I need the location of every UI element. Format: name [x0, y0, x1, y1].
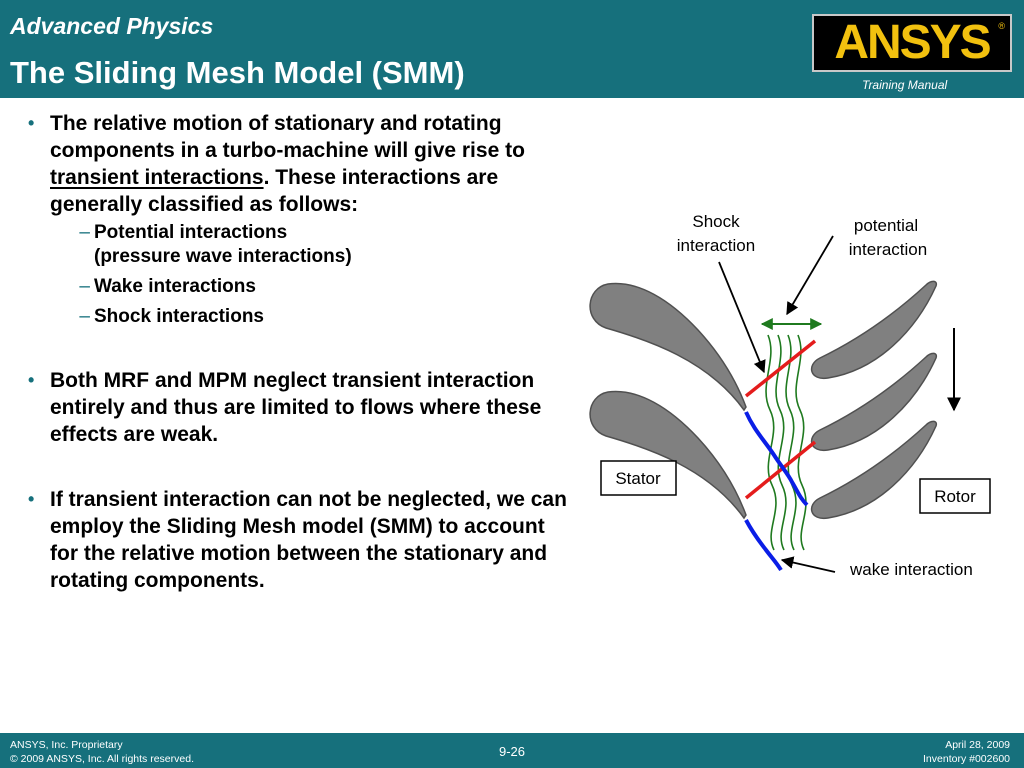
- wake-line-upper: [744, 411, 809, 507]
- rotor-blade-middle: [810, 352, 938, 452]
- shock-line-upper: [744, 339, 817, 398]
- rotor-blade-top: [810, 280, 938, 380]
- wake-interaction-label: wake interaction: [849, 560, 973, 579]
- shock-interaction-label: Shock: [692, 212, 740, 231]
- pressure-wave-line: [785, 334, 797, 551]
- training-manual-label: Training Manual: [862, 78, 948, 92]
- pressure-wave-line: [795, 334, 807, 551]
- proprietary-notice: ANSYS, Inc. Proprietary: [10, 739, 123, 751]
- sub-item-potential: – Potential interactions (pressure wave …: [50, 221, 578, 269]
- stator-blade-lower: [589, 390, 747, 520]
- potential-interaction-label: potential: [854, 216, 918, 235]
- transient-interactions-term: transient interactions: [50, 166, 264, 189]
- shock-line-lower: [744, 440, 817, 500]
- interaction-types-list: – Potential interactions (pressure wave …: [50, 221, 578, 329]
- wake-line-lower: [744, 519, 783, 572]
- stator-label-box: Stator: [600, 460, 677, 496]
- inventory-number: Inventory #002600: [923, 753, 1010, 765]
- slide-title: The Sliding Mesh Model (SMM): [10, 55, 465, 90]
- wake-callout-arrow: [780, 556, 836, 573]
- bullet-2-text: Both MRF and MPM neglect transient inter…: [50, 369, 542, 446]
- sub-item-shock: – Shock interactions: [50, 305, 578, 329]
- bullet-marker: •: [28, 113, 35, 133]
- footer-date: April 28, 2009: [945, 739, 1010, 751]
- potential-callout-arrow: [786, 235, 834, 316]
- shock-callout-arrow: [718, 261, 766, 374]
- shock-interaction-label-2: interaction: [677, 236, 755, 255]
- bullet-3-text: If transient interaction can not be negl…: [50, 488, 567, 592]
- bullet-marker: •: [28, 370, 35, 390]
- sub-item-label: Shock interactions: [94, 306, 264, 327]
- potential-interaction-label-2: interaction: [849, 240, 927, 259]
- sub-item-label: Wake interactions: [94, 276, 256, 297]
- bullet-smm: • If transient interaction can not be ne…: [28, 486, 578, 594]
- footer-copyright: ANSYS, Inc. Proprietary © 2009 ANSYS, In…: [10, 738, 194, 766]
- stator-label: Stator: [615, 469, 661, 488]
- stator-blade-upper: [589, 282, 747, 412]
- stator-rotor-diagram: Shock interaction potential interaction …: [589, 212, 991, 579]
- bullet-1-text-end: . These interactions are generally class…: [50, 166, 499, 216]
- sub-item-detail: (pressure wave interactions): [94, 246, 352, 267]
- copyright-notice: © 2009 ANSYS, Inc. All rights reserved.: [10, 753, 194, 765]
- pressure-wave-line: [765, 334, 777, 551]
- sub-bullet-marker: –: [79, 306, 90, 327]
- header-bar: Advanced Physics The Sliding Mesh Model …: [0, 0, 1024, 98]
- sub-bullet-marker: –: [79, 276, 90, 297]
- footer-inventory: April 28, 2009 Inventory #002600: [923, 738, 1010, 766]
- course-title: Advanced Physics: [10, 13, 214, 39]
- sub-item-label: Potential interactions: [94, 222, 288, 243]
- bullet-1-text-start: The relative motion of stationary and ro…: [50, 112, 525, 162]
- bullet-list: • The relative motion of stationary and …: [28, 110, 578, 594]
- bullet-transient-interactions: • The relative motion of stationary and …: [28, 110, 578, 329]
- bullet-mrf-mpm: • Both MRF and MPM neglect transient int…: [28, 367, 578, 448]
- rotor-label-box: Rotor: [919, 478, 991, 514]
- rotor-label: Rotor: [934, 487, 976, 506]
- bullet-marker: •: [28, 489, 35, 509]
- page-number: 9-26: [498, 744, 526, 759]
- logo-wordmark: ANSYS: [834, 16, 991, 69]
- sub-item-wake: – Wake interactions: [50, 275, 578, 299]
- footer-bar: ANSYS, Inc. Proprietary © 2009 ANSYS, In…: [0, 733, 1024, 768]
- sub-bullet-marker: –: [79, 222, 90, 243]
- ansys-logo: ANSYS ®: [812, 14, 1012, 72]
- registered-mark: ®: [998, 21, 1005, 31]
- rotor-blade-bottom: [810, 420, 938, 520]
